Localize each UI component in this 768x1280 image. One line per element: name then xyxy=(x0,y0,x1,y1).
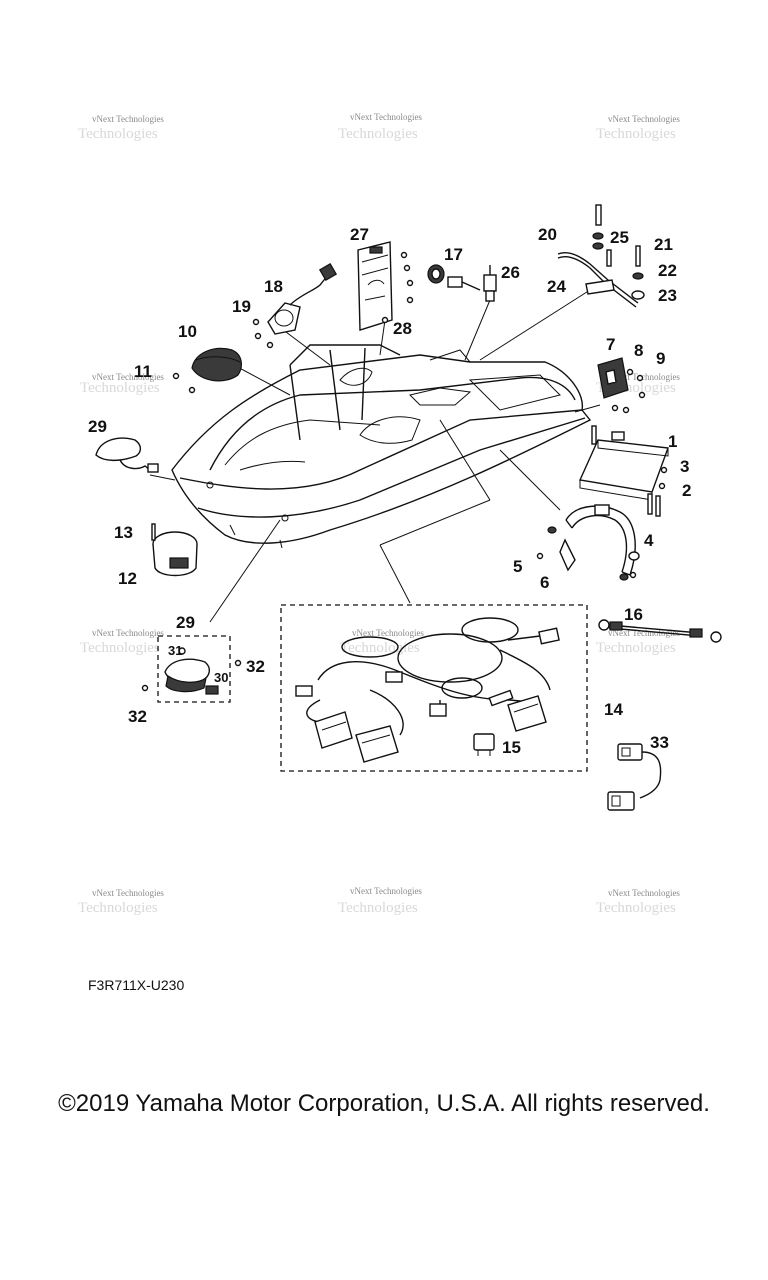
watermark: Technologies vNext Technologies xyxy=(78,114,164,142)
part-14-harness xyxy=(280,604,588,772)
part-10-cover xyxy=(172,347,242,394)
svg-text:vNext Technologies: vNext Technologies xyxy=(608,114,680,124)
part-18-speaker xyxy=(252,262,338,349)
callout-27: 27 xyxy=(350,225,369,244)
svg-text:vNext Technologies: vNext Technologies xyxy=(350,886,422,896)
callout-23: 23 xyxy=(658,286,677,305)
svg-text:Technologies: Technologies xyxy=(80,380,160,396)
svg-text:Technologies: Technologies xyxy=(596,900,676,916)
svg-text:vNext Technologies: vNext Technologies xyxy=(352,628,424,638)
copyright-notice: ©2019 Yamaha Motor Corporation, U.S.A. A… xyxy=(58,1090,710,1117)
part-7-unit xyxy=(597,357,646,414)
callout-12: 12 xyxy=(118,569,137,588)
svg-text:vNext Technologies: vNext Technologies xyxy=(92,628,164,638)
callout-33: 33 xyxy=(650,733,669,752)
callout-28: 28 xyxy=(393,319,412,338)
callout-29-top: 29 xyxy=(88,417,107,436)
part-17-26-sensor xyxy=(427,264,497,302)
callout-14: 14 xyxy=(604,700,623,719)
svg-text:Technologies: Technologies xyxy=(78,126,158,142)
svg-text:vNext Technologies: vNext Technologies xyxy=(608,628,680,638)
callout-labels: 1 2 3 4 5 6 7 8 9 10 11 12 13 14 15 16 1… xyxy=(88,225,691,757)
svg-text:Technologies: Technologies xyxy=(80,640,160,656)
part-33-subharness xyxy=(607,743,662,811)
callout-19: 19 xyxy=(232,297,251,316)
callout-25: 25 xyxy=(610,228,629,247)
callout-32-left: 32 xyxy=(128,707,147,726)
svg-text:Technologies: Technologies xyxy=(78,900,158,916)
part-27-panel xyxy=(357,241,414,331)
svg-text:vNext Technologies: vNext Technologies xyxy=(92,372,164,382)
callout-10: 10 xyxy=(178,322,197,341)
callout-8: 8 xyxy=(634,341,643,360)
svg-text:Technologies: Technologies xyxy=(338,900,418,916)
callout-24: 24 xyxy=(547,277,566,296)
watermark: Technologies vNext Technologies xyxy=(596,628,680,656)
part-29-light xyxy=(95,437,159,473)
callout-20: 20 xyxy=(538,225,557,244)
callout-32-right: 32 xyxy=(246,657,265,676)
callout-13: 13 xyxy=(114,523,133,542)
callout-5: 5 xyxy=(513,557,522,576)
svg-text:Technologies: Technologies xyxy=(596,640,676,656)
watermark: Technologies vNext Technologies xyxy=(78,888,164,916)
boat-hull xyxy=(171,344,592,549)
svg-text:vNext Technologies: vNext Technologies xyxy=(608,372,680,382)
part-12-gauge xyxy=(151,523,198,577)
part-29-light-assembly xyxy=(141,635,242,703)
part-16-cable xyxy=(598,619,722,643)
svg-text:vNext Technologies: vNext Technologies xyxy=(92,114,164,124)
part-1-box xyxy=(578,425,669,517)
leader-lines xyxy=(149,289,601,623)
callout-15: 15 xyxy=(502,738,521,757)
callout-26: 26 xyxy=(501,263,520,282)
callout-9: 9 xyxy=(656,349,665,368)
callout-18: 18 xyxy=(264,277,283,296)
callout-16: 16 xyxy=(624,605,643,624)
svg-text:Technologies: Technologies xyxy=(596,126,676,142)
watermark: Technologies vNext Technologies xyxy=(338,886,422,916)
callout-30: 30 xyxy=(214,670,228,685)
part-4-bracket xyxy=(536,504,640,581)
callout-4: 4 xyxy=(644,531,654,550)
svg-text:Technologies: Technologies xyxy=(338,126,418,142)
watermark: Technologies vNext Technologies xyxy=(338,112,422,142)
callout-21: 21 xyxy=(654,235,673,254)
watermark: Technologies vNext Technologies xyxy=(596,888,680,916)
part-20-handle xyxy=(557,204,645,308)
callout-17: 17 xyxy=(444,245,463,264)
callout-6: 6 xyxy=(540,573,549,592)
callout-11: 11 xyxy=(134,362,152,381)
diagram-code: F3R711X-U230 xyxy=(88,977,185,993)
callout-22: 22 xyxy=(658,261,677,280)
watermark: Technologies vNext Technologies xyxy=(80,628,164,656)
svg-text:vNext Technologies: vNext Technologies xyxy=(350,112,422,122)
svg-text:vNext Technologies: vNext Technologies xyxy=(92,888,164,898)
callout-2: 2 xyxy=(682,481,691,500)
watermark: Technologies vNext Technologies xyxy=(596,114,680,142)
svg-text:vNext Technologies: vNext Technologies xyxy=(608,888,680,898)
callout-31: 31 xyxy=(168,643,182,658)
callout-3: 3 xyxy=(680,457,689,476)
svg-text:Technologies: Technologies xyxy=(340,640,420,656)
callout-7: 7 xyxy=(606,335,615,354)
callout-1: 1 xyxy=(668,432,677,451)
callout-29-boxed: 29 xyxy=(176,613,195,632)
